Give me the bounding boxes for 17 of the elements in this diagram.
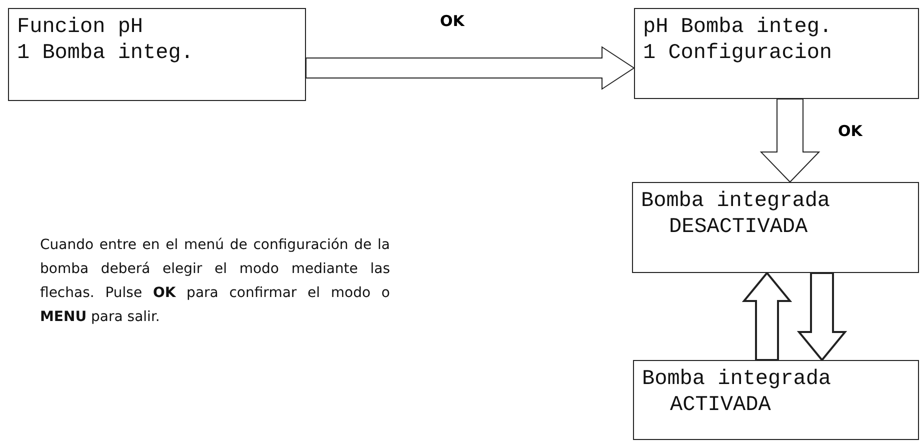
lcd-screen [632, 182, 919, 273]
display-line: pH Bomba integ. [643, 15, 832, 41]
lcd-screen [633, 360, 919, 440]
lcd-screen [8, 8, 306, 101]
block-arrow [760, 98, 820, 183]
instruction-text: Cuando entre en el menú de configuración de la bomba deberá elegir el modo mediante las flechas. Pulse OK para confirmar el modo o MENU para salir. [40, 236, 390, 327]
lcd-screen [634, 8, 919, 99]
display-line: 1 Configuracion [643, 41, 832, 67]
display-line: Bomba integrada [641, 189, 830, 215]
display-line: 1 Bomba integ. [17, 41, 194, 67]
block-arrow [742, 271, 792, 361]
display-line: ACTIVADA [670, 393, 771, 419]
display-line: DESACTIVADA [669, 215, 808, 241]
display-line: Funcion pH [17, 15, 144, 41]
block-arrow [306, 46, 635, 90]
block-arrow [796, 272, 848, 362]
display-line: Bomba integrada [642, 367, 832, 393]
